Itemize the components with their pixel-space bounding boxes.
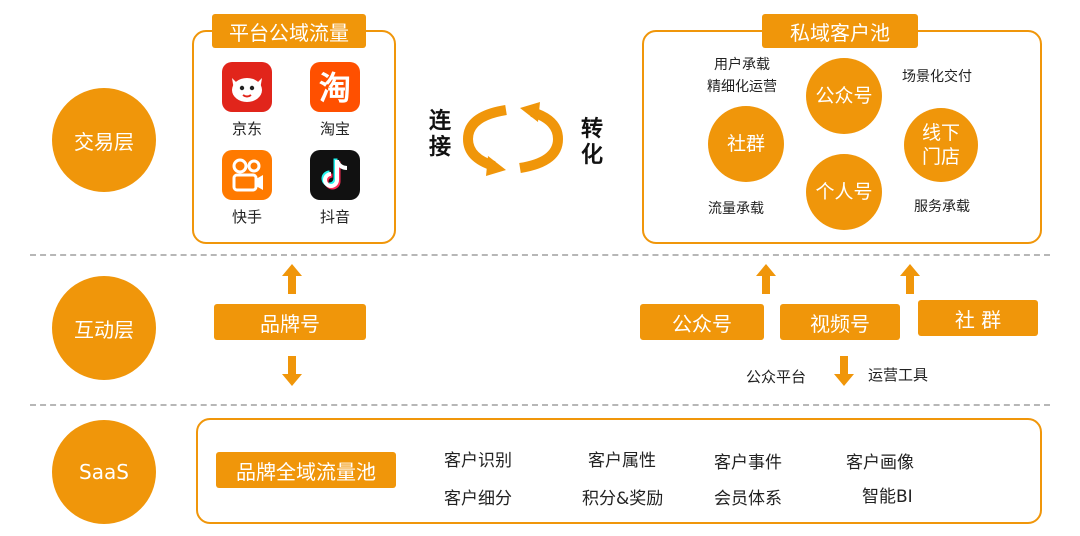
cycle-right-top: 转 bbox=[580, 117, 603, 142]
cycle-arrows-icon bbox=[462, 102, 564, 176]
douyin-label: 抖音 bbox=[319, 208, 350, 226]
cycle-left-bottom: 接 bbox=[428, 135, 451, 160]
caption-refined: 精细化运营 bbox=[707, 79, 777, 95]
cycle-right-bottom: 化 bbox=[580, 143, 603, 168]
layer-transaction-label: 交易层 bbox=[74, 129, 134, 154]
feature-customer-segment: 客户细分 bbox=[444, 489, 512, 509]
taobao-icon: 淘 bbox=[310, 62, 360, 112]
douyin-icon bbox=[310, 150, 360, 200]
brand-pool-block: 品牌全域流量池 bbox=[216, 452, 396, 488]
feature-customer-attr: 客户属性 bbox=[588, 451, 656, 471]
caption-scene: 场景化交付 bbox=[902, 69, 972, 85]
circle-community: 社群 bbox=[708, 106, 784, 182]
svg-text:淘: 淘 bbox=[319, 69, 351, 107]
circle-personal-account: 个人号 bbox=[806, 154, 882, 230]
circle-offline-store: 线下 门店 bbox=[904, 108, 978, 182]
feature-membership: 会员体系 bbox=[714, 489, 782, 509]
community-text: 社 群 bbox=[954, 307, 1002, 332]
circle-official-text: 公众号 bbox=[815, 85, 873, 107]
circle-official-account: 公众号 bbox=[806, 58, 882, 134]
platform-label: 公众平台 bbox=[746, 368, 807, 386]
video-account-text: 视频号 bbox=[810, 311, 870, 336]
community-block: 社 群 bbox=[918, 300, 1038, 336]
circle-personal-text: 个人号 bbox=[815, 181, 873, 203]
layer-interaction-label: 互动层 bbox=[74, 317, 134, 342]
jd-label: 京东 bbox=[231, 120, 262, 138]
arrow-up-icon bbox=[900, 264, 920, 294]
caption-user: 用户承载 bbox=[714, 57, 770, 73]
feature-points-reward: 积分&奖励 bbox=[582, 489, 664, 509]
kuaishou-icon bbox=[222, 150, 272, 200]
brand-pool-text: 品牌全域流量池 bbox=[236, 459, 376, 484]
feature-customer-id: 客户识别 bbox=[444, 451, 512, 471]
divider-top bbox=[30, 254, 1050, 256]
taobao-label: 淘宝 bbox=[319, 120, 350, 138]
arrow-down-icon bbox=[834, 356, 854, 386]
official-account-block: 公众号 bbox=[640, 304, 764, 340]
feature-customer-portrait: 客户画像 bbox=[846, 453, 914, 473]
feature-customer-event: 客户事件 bbox=[714, 453, 782, 473]
feature-smart-bi: 智能BI bbox=[862, 487, 913, 507]
caption-traffic: 流量承载 bbox=[708, 201, 764, 217]
circle-community-text: 社群 bbox=[726, 133, 765, 155]
tools-label: 运营工具 bbox=[868, 366, 929, 384]
official-account-text: 公众号 bbox=[672, 311, 732, 336]
private-pool-title-text: 私域客户池 bbox=[790, 20, 890, 45]
cycle-left-top: 连 bbox=[428, 109, 451, 134]
public-traffic-title: 平台公域流量 bbox=[212, 14, 366, 48]
layer-saas: SaaS bbox=[52, 420, 156, 524]
arrow-down-icon bbox=[282, 356, 302, 386]
layer-transaction: 交易层 bbox=[52, 88, 156, 192]
layer-interaction: 互动层 bbox=[52, 276, 156, 380]
private-pool-title: 私域客户池 bbox=[762, 14, 918, 48]
arrow-up-icon bbox=[756, 264, 776, 294]
layer-saas-label: SaaS bbox=[79, 460, 129, 484]
brand-account-text: 品牌号 bbox=[260, 311, 320, 336]
brand-account-block: 品牌号 bbox=[214, 304, 366, 340]
circle-offline-line2: 门店 bbox=[921, 146, 960, 168]
public-traffic-title-text: 平台公域流量 bbox=[229, 20, 349, 45]
video-account-block: 视频号 bbox=[780, 304, 900, 340]
caption-service: 服务承载 bbox=[914, 199, 970, 215]
jd-dog-icon bbox=[222, 62, 272, 112]
circle-offline-line1: 线下 bbox=[921, 122, 960, 144]
arrow-up-icon bbox=[282, 264, 302, 294]
kuaishou-label: 快手 bbox=[231, 208, 262, 226]
divider-bottom bbox=[30, 404, 1050, 406]
